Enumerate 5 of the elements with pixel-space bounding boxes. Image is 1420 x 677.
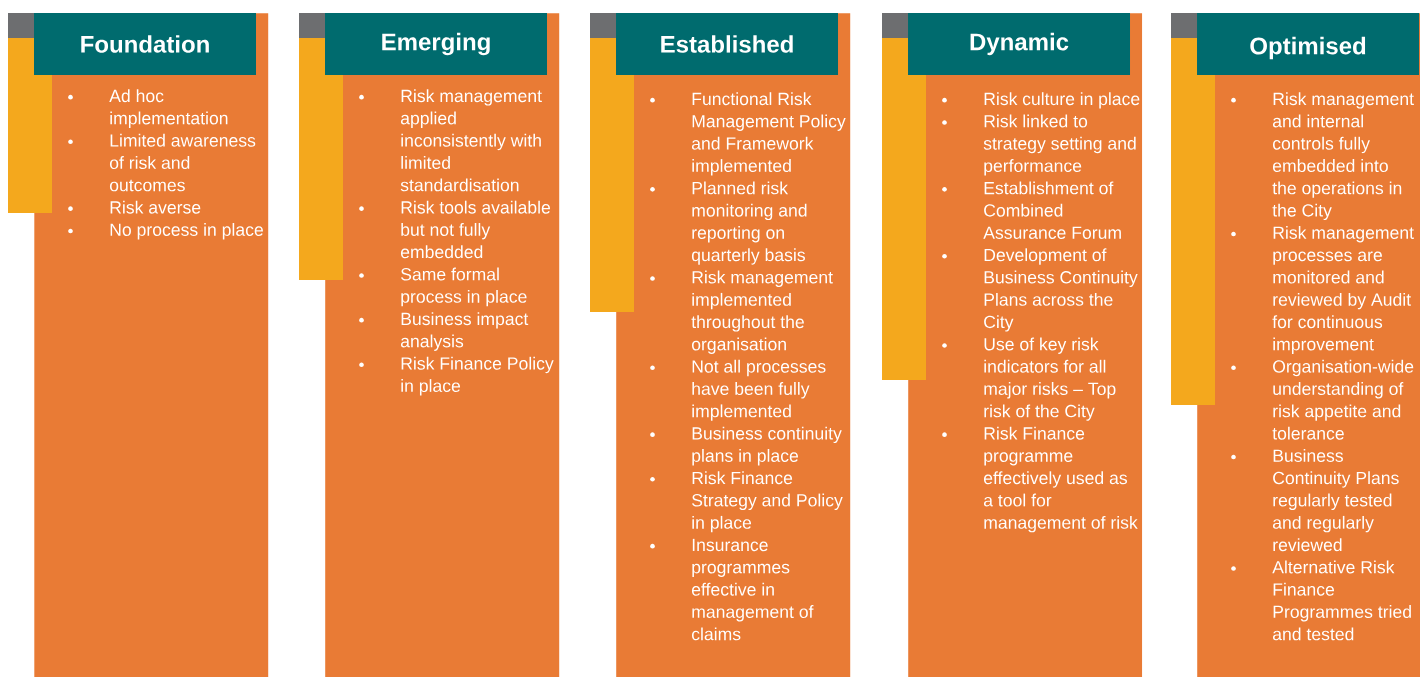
stage-header: Dynamic bbox=[908, 13, 1130, 75]
stage-header: Emerging bbox=[325, 13, 547, 75]
stage-header: Established bbox=[616, 13, 838, 75]
stage-header: Optimised bbox=[1197, 13, 1419, 75]
stage-header: Foundation bbox=[34, 13, 256, 75]
